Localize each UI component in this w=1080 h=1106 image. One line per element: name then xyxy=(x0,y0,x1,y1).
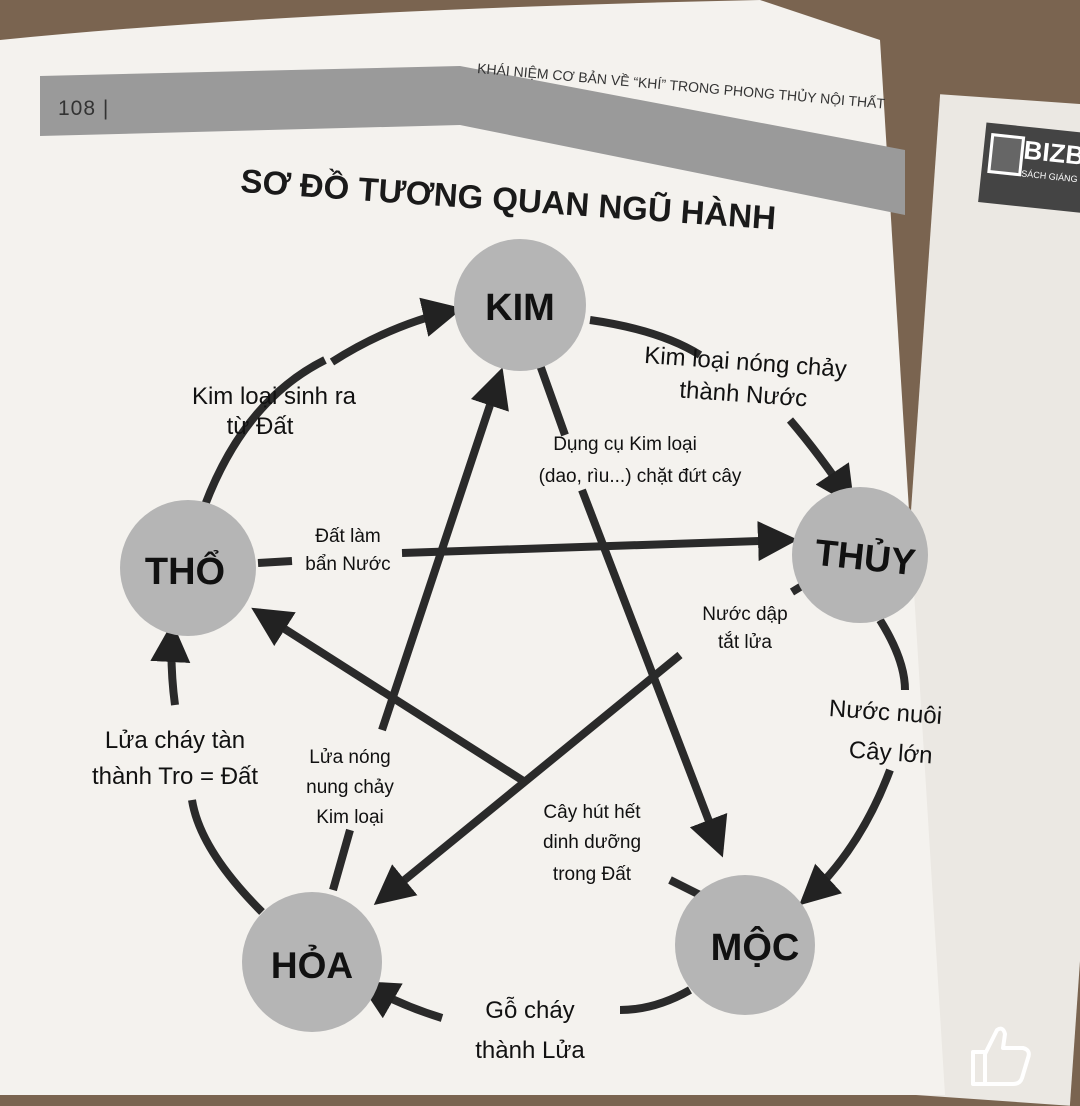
node-tho: THỔ xyxy=(120,500,256,636)
like-button[interactable] xyxy=(965,1020,1035,1090)
node-thuy: THỦY xyxy=(792,487,928,623)
arrow-tho-thuy xyxy=(257,557,293,567)
label-thuy-moc: Nước nuôi Cây lớn xyxy=(828,695,943,770)
label-moc-hoa-line2: thành Lửa xyxy=(475,1037,585,1064)
publisher-logo: BIZB SÁCH GIÁNG xyxy=(978,122,1080,214)
arrow-hoa-tho xyxy=(188,799,265,915)
label-thuy-hoa-line2: tắt lửa xyxy=(718,631,772,653)
label-thuy-moc-line1: Nước nuôi xyxy=(828,695,943,730)
label-tho-kim-line1: Kim loại sinh ra xyxy=(192,383,357,410)
arrow-hoa-tho-head xyxy=(150,622,191,706)
arrow-kim-moc xyxy=(536,363,569,437)
arrow-kim-moc-head xyxy=(578,488,728,858)
publisher-logo-text: BIZB xyxy=(1022,134,1080,171)
label-tho-kim: Kim loại sinh ra từ Đất xyxy=(192,383,357,440)
node-kim-label: KIM xyxy=(485,287,555,329)
node-kim: KIM xyxy=(454,239,586,371)
label-hoa-tho-line1: Lửa cháy tàn xyxy=(105,727,245,754)
publisher-logo-subtext: SÁCH GIÁNG xyxy=(1020,168,1079,185)
label-hoa-kim-line2: nung chảy xyxy=(306,777,394,798)
arrow-thuy-moc xyxy=(876,617,909,691)
label-moc-tho-line2: dinh dưỡng xyxy=(543,832,641,853)
page-number: 108 | xyxy=(58,97,110,120)
node-hoa-label: HỎA xyxy=(271,944,353,986)
arrow-moc-tho xyxy=(668,876,702,899)
label-kim-moc-line2: (dao, rìu...) chặt đứt cây xyxy=(539,466,742,487)
label-thuy-moc-line2: Cây lớn xyxy=(848,737,933,770)
arrow-moc-tho-head xyxy=(251,607,528,786)
arrow-moc-hoa-head xyxy=(358,981,444,1022)
label-kim-thuy: Kim loại nóng chảy thành Nước xyxy=(643,342,847,413)
arrow-kim-thuy-head xyxy=(786,417,855,507)
label-moc-hoa-line1: Gỗ cháy xyxy=(485,997,574,1024)
label-hoa-kim: Lửa nóng nung chảy Kim loại xyxy=(306,747,394,828)
label-hoa-tho: Lửa cháy tàn thành Tro = Đất xyxy=(92,727,258,790)
label-kim-thuy-line1: Kim loại nóng chảy xyxy=(643,342,847,383)
node-hoa: HỎA xyxy=(242,892,382,1032)
arrow-thuy-hoa-head xyxy=(373,651,683,906)
label-moc-tho-line1: Cây hút hết xyxy=(543,802,641,823)
header-band xyxy=(40,66,905,215)
label-moc-tho-line3: trong Đất xyxy=(553,864,632,885)
publisher-mark-icon xyxy=(987,133,1026,177)
label-moc-tho: Cây hút hết dinh dưỡng trong Đất xyxy=(543,802,641,885)
label-hoa-kim-line3: Kim loại xyxy=(316,807,384,828)
arrow-kim-thuy xyxy=(589,316,703,359)
arrow-hoa-kim-head xyxy=(378,367,509,732)
label-tho-kim-line2: từ Đất xyxy=(227,413,294,440)
label-tho-thuy-line1: Đất làm xyxy=(315,526,380,547)
label-tho-thuy-line2: bẩn Nước xyxy=(305,554,390,575)
node-moc-label: MỘC xyxy=(711,924,800,969)
thumbs-up-icon xyxy=(971,1026,1031,1086)
label-thuy-hoa: Nước dập tắt lửa xyxy=(702,604,787,653)
label-kim-moc-line1: Dụng cụ Kim loại xyxy=(553,434,697,455)
arrow-tho-kim xyxy=(201,356,327,507)
arrow-moc-hoa xyxy=(619,986,692,1014)
label-hoa-tho-line2: thành Tro = Đất xyxy=(92,763,258,790)
arrow-hoa-kim xyxy=(329,828,354,892)
label-tho-thuy: Đất làm bẩn Nước xyxy=(305,526,390,575)
arrow-tho-thuy-head xyxy=(401,521,798,562)
label-kim-thuy-line2: thành Nước xyxy=(679,377,808,413)
node-moc: MỘC xyxy=(675,875,815,1015)
arrow-tho-kim-head xyxy=(329,297,463,366)
node-tho-label: THỔ xyxy=(145,548,225,593)
arrow-thuy-moc-head xyxy=(799,768,894,906)
label-kim-moc: Dụng cụ Kim loại (dao, rìu...) chặt đứt … xyxy=(539,434,742,487)
label-thuy-hoa-line1: Nước dập xyxy=(702,604,787,625)
label-moc-hoa: Gỗ cháy thành Lửa xyxy=(475,997,585,1064)
label-hoa-kim-line1: Lửa nóng xyxy=(309,747,390,768)
